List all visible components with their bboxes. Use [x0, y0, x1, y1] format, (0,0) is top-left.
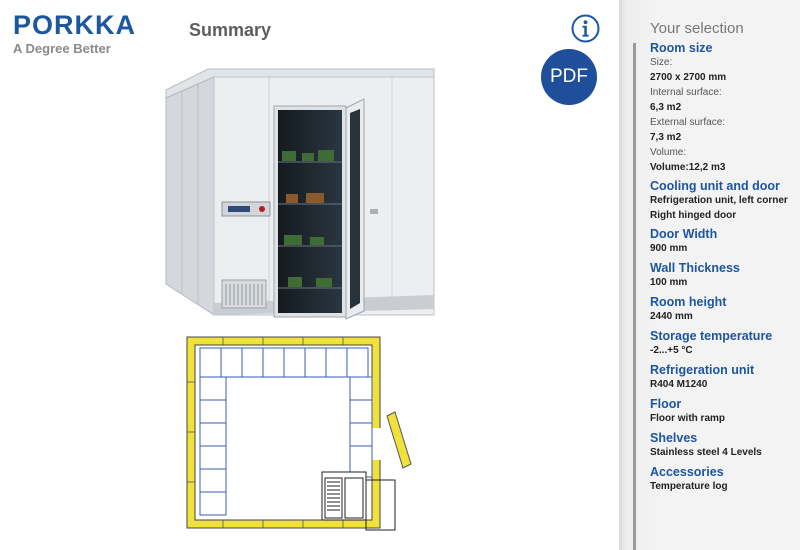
- section-cooling-unit: Cooling unit and door Refrigeration unit…: [650, 179, 800, 223]
- internal-surface-label: Internal surface:: [650, 87, 722, 98]
- selection-list: Room size Size: 2700 x 2700 mm Internal …: [650, 41, 800, 494]
- cold-room-image: [165, 68, 435, 320]
- pdf-button[interactable]: PDF: [541, 49, 597, 105]
- internal-surface-value: 6,3 m2: [650, 102, 682, 113]
- section-refrigeration-unit: Refrigeration unit R404 M1240: [650, 363, 800, 392]
- section-title[interactable]: Accessories: [650, 465, 724, 479]
- section-floor: Floor Floor with ramp: [650, 397, 800, 426]
- accessories-value: Temperature log: [650, 481, 728, 492]
- storage-temperature-value: -2...+5 °C: [650, 345, 693, 356]
- section-title[interactable]: Floor: [650, 397, 682, 411]
- section-title[interactable]: Room size: [650, 41, 713, 55]
- size-value: 2700 x 2700 mm: [650, 72, 727, 83]
- size-label: Size:: [650, 57, 673, 68]
- section-accessories: Accessories Temperature log: [650, 465, 800, 494]
- section-wall-thickness: Wall Thickness 100 mm: [650, 261, 800, 290]
- selection-sidebar: Your selection Room size Size: 2700 x 27…: [619, 0, 800, 550]
- section-title[interactable]: Storage temperature: [650, 329, 773, 343]
- volume-label: Volume:: [650, 147, 687, 158]
- section-title[interactable]: Shelves: [650, 431, 698, 445]
- section-storage-temperature: Storage temperature -2...+5 °C: [650, 329, 800, 358]
- section-title[interactable]: Room height: [650, 295, 727, 309]
- section-room-size: Room size Size: 2700 x 2700 mm Internal …: [650, 41, 800, 175]
- logo-text: PORKKA: [13, 10, 137, 40]
- section-door-width: Door Width 900 mm: [650, 227, 800, 256]
- external-surface-value: 7,3 m2: [650, 132, 682, 143]
- info-icon[interactable]: [571, 14, 600, 43]
- porkka-logo: PORKKA A Degree Better: [13, 10, 137, 57]
- section-title[interactable]: Door Width: [650, 227, 718, 241]
- logo-tagline: A Degree Better: [13, 41, 111, 56]
- section-room-height: Room height 2440 mm: [650, 295, 800, 324]
- section-title[interactable]: Cooling unit and door: [650, 179, 780, 193]
- section-title[interactable]: Refrigeration unit: [650, 363, 755, 377]
- shelves-value: Stainless steel 4 Levels: [650, 447, 762, 458]
- page-title: Summary: [189, 20, 272, 40]
- section-shelves: Shelves Stainless steel 4 Levels: [650, 431, 800, 460]
- cooling-unit-value: Refrigeration unit, left corner: [650, 195, 788, 206]
- wall-thickness-value: 100 mm: [650, 277, 688, 288]
- floor-value: Floor with ramp: [650, 413, 725, 424]
- door-width-value: 900 mm: [650, 243, 688, 254]
- volume-value: Volume:12,2 m3: [650, 162, 726, 173]
- door-hinge-value: Right hinged door: [650, 210, 737, 221]
- sidebar-divider: [633, 43, 636, 550]
- sidebar-heading: Your selection: [650, 20, 744, 37]
- floor-plan-diagram: [186, 336, 412, 531]
- room-height-value: 2440 mm: [650, 311, 693, 322]
- external-surface-label: External surface:: [650, 117, 726, 128]
- section-title[interactable]: Wall Thickness: [650, 261, 740, 275]
- refrigeration-unit-value: R404 M1240: [650, 379, 708, 390]
